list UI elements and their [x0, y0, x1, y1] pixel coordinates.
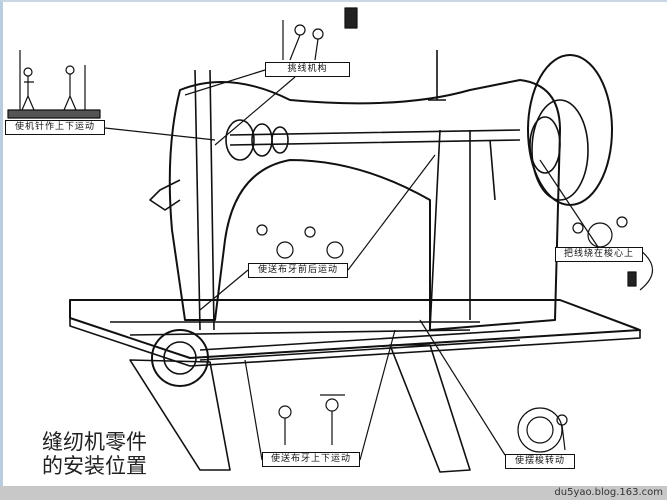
label-needle-motion: 使机针作上下运动	[5, 120, 105, 135]
machine-base	[69, 299, 641, 473]
title-line-1: 缝纫机零件	[42, 430, 147, 454]
cartoon-figures	[7, 7, 637, 453]
label-feed-dog-up-down: 使送布牙上下运动	[262, 452, 360, 467]
label-feed-dog-back-forth: 使送布牙前后运动	[248, 263, 348, 278]
label-bobbin-winder: 把线绕在梭心上	[555, 247, 643, 262]
needle-bar	[149, 69, 496, 331]
label-shuttle-rotate: 使摆梭转动	[505, 454, 575, 469]
watermark: du5yao.blog.163.com	[554, 487, 663, 498]
title-line-2: 的安装位置	[42, 454, 147, 478]
label-take-up: 挑线机构	[265, 62, 350, 77]
bottom-band	[0, 486, 667, 500]
handwheel	[527, 54, 613, 206]
leader-lines	[104, 69, 654, 461]
shuttle-race	[151, 329, 521, 387]
machine-arm	[168, 50, 561, 331]
diagram-title: 缝纫机零件 的安装位置	[42, 430, 147, 478]
